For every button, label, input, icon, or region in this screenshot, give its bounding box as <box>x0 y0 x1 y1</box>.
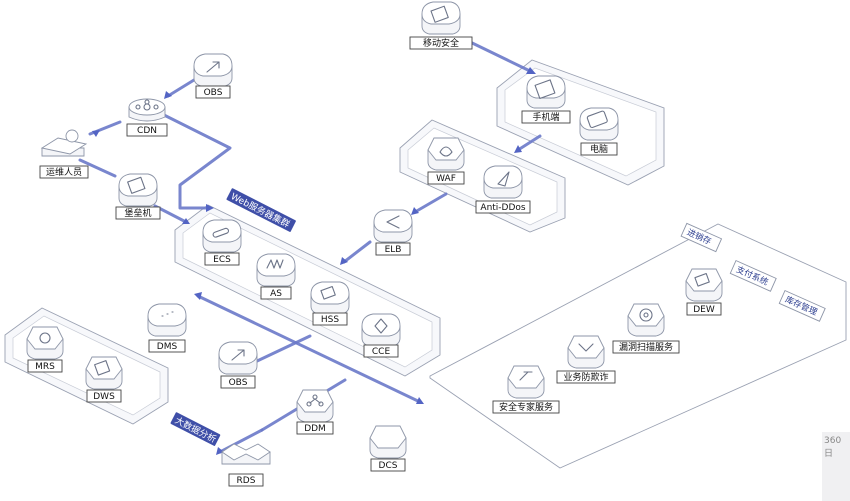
waf-label: WAF <box>427 171 465 185</box>
node-anti-ddos: Anti-DDos <box>475 165 531 214</box>
node-dms: DMS <box>147 303 187 353</box>
node-ddm: DDM <box>296 389 334 435</box>
svg-text:CDN: CDN <box>137 126 157 136</box>
node-computer: 电脑 <box>579 107 619 156</box>
node-ecs: ECS <box>202 219 242 266</box>
ecs-label: ECS <box>204 252 240 266</box>
dew-label: DEW <box>686 302 722 316</box>
hss-label: HSS <box>312 312 348 326</box>
node-dws: DWS <box>85 356 123 403</box>
svg-text:电脑: 电脑 <box>590 143 608 155</box>
dcs-label: DCS <box>370 458 406 472</box>
node-mobile-security: 移动安全 <box>409 1 473 50</box>
svg-text:安全专家服务: 安全专家服务 <box>499 401 553 413</box>
node-anti-fraud: 业务防欺诈 <box>556 335 616 384</box>
computer-label: 电脑 <box>580 142 618 156</box>
node-mrs: MRS <box>26 326 64 373</box>
phone-label: 手机端 <box>521 110 571 124</box>
rds-label: RDS <box>228 473 264 487</box>
svg-text:大数据分析: 大数据分析 <box>173 414 219 445</box>
svg-text:OBS: OBS <box>229 378 248 388</box>
svg-text:DMS: DMS <box>157 342 178 352</box>
node-rds: RDS <box>221 443 271 487</box>
node-dew: DEW <box>685 268 723 316</box>
svg-text:漏洞扫描服务: 漏洞扫描服务 <box>619 341 673 353</box>
svg-text:堡垒机: 堡垒机 <box>124 207 151 219</box>
node-hss: HSS <box>310 281 350 326</box>
as-label: AS <box>260 286 292 300</box>
node-obs-top: OBS <box>193 53 233 99</box>
big-data-tag: 大数据分析 <box>170 412 221 446</box>
svg-text:MRS: MRS <box>35 362 55 372</box>
svg-text:运维人员: 运维人员 <box>46 166 82 178</box>
node-waf: WAF <box>427 137 465 185</box>
ops-staff-label: 运维人员 <box>39 165 89 179</box>
dws-label: DWS <box>86 389 122 403</box>
svg-text:手机端: 手机端 <box>532 111 559 123</box>
svg-text:Anti-DDos: Anti-DDos <box>480 203 526 213</box>
node-ops-staff: 运维人员 <box>39 129 89 179</box>
dms-label: DMS <box>148 339 186 353</box>
security-expert-label: 安全专家服务 <box>492 400 560 414</box>
node-as: AS <box>256 253 296 300</box>
bastion-label: 堡垒机 <box>115 206 161 220</box>
node-bastion: 堡垒机 <box>115 173 161 220</box>
anti-ddos-label: Anti-DDos <box>475 200 531 214</box>
svg-text:AS: AS <box>270 289 282 299</box>
svg-text:RDS: RDS <box>237 476 256 486</box>
svg-text:DDM: DDM <box>304 424 326 434</box>
ddm-label: DDM <box>296 421 334 435</box>
node-cdn: CDN <box>126 98 168 137</box>
obs-mid-label: OBS <box>220 375 256 389</box>
svg-text:HSS: HSS <box>321 315 339 325</box>
svg-text:WAF: WAF <box>436 174 456 184</box>
node-cce: CCE <box>361 313 401 358</box>
svg-text:业务防欺诈: 业务防欺诈 <box>563 371 608 383</box>
watermark-text: 360日 <box>824 436 842 459</box>
svg-text:DEW: DEW <box>693 305 715 315</box>
flow-arrowheads <box>92 67 536 455</box>
anti-fraud-label: 业务防欺诈 <box>556 370 616 384</box>
svg-text:ELB: ELB <box>385 245 402 255</box>
svg-text:DWS: DWS <box>93 392 115 402</box>
node-elb: ELB <box>373 209 413 256</box>
cdn-label: CDN <box>126 123 168 137</box>
svg-text:OBS: OBS <box>204 88 223 98</box>
obs-top-label: OBS <box>195 85 231 99</box>
svg-text:移动安全: 移动安全 <box>423 37 459 49</box>
node-vuln-scan: 漏洞扫描服务 <box>612 303 680 354</box>
vuln-scan-label: 漏洞扫描服务 <box>612 340 680 354</box>
mobile-security-label: 移动安全 <box>409 36 473 50</box>
cce-label: CCE <box>363 344 399 358</box>
svg-text:DCS: DCS <box>379 461 398 471</box>
watermark-corner: 360日 <box>822 432 850 501</box>
elb-label: ELB <box>375 242 411 256</box>
node-phone: 手机端 <box>521 75 571 124</box>
node-obs-mid: OBS <box>218 341 258 389</box>
mrs-label: MRS <box>27 359 63 373</box>
svg-text:CCE: CCE <box>372 347 391 357</box>
node-dcs: DCS <box>369 425 407 472</box>
node-security-expert: 安全专家服务 <box>492 365 560 414</box>
svg-text:ECS: ECS <box>213 255 231 265</box>
